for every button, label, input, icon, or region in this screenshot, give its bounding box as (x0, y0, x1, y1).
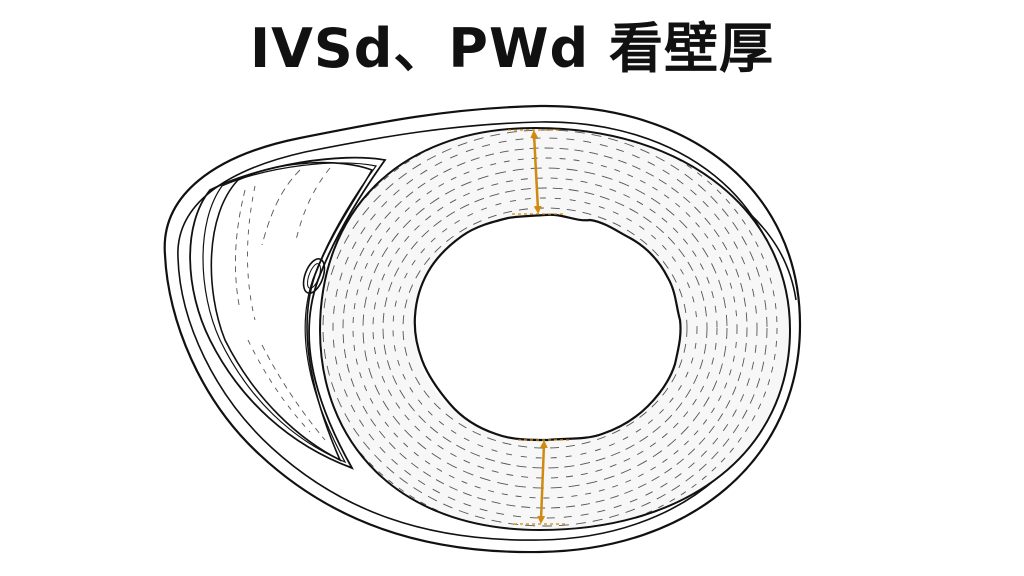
ivsd-arrow (530, 130, 542, 214)
right-ventricle-outer-wall (189, 156, 387, 470)
left-ventricle-myocardium (320, 128, 790, 530)
right-ventricle-inner-wall (210, 161, 374, 462)
right-ventricle-mid-wall (202, 162, 378, 464)
left-ventricle-endocardium (413, 213, 682, 442)
right-ventricle-wall-texture (234, 167, 331, 441)
septal-vessel (302, 258, 326, 294)
pwd-arrow (537, 440, 548, 524)
septal-vessel-lumen (307, 263, 321, 289)
page-title: IVSd、PWd 看壁厚 (249, 17, 775, 80)
left-ventricle-epicardium (318, 126, 792, 532)
outer-heart-outline (163, 104, 802, 554)
